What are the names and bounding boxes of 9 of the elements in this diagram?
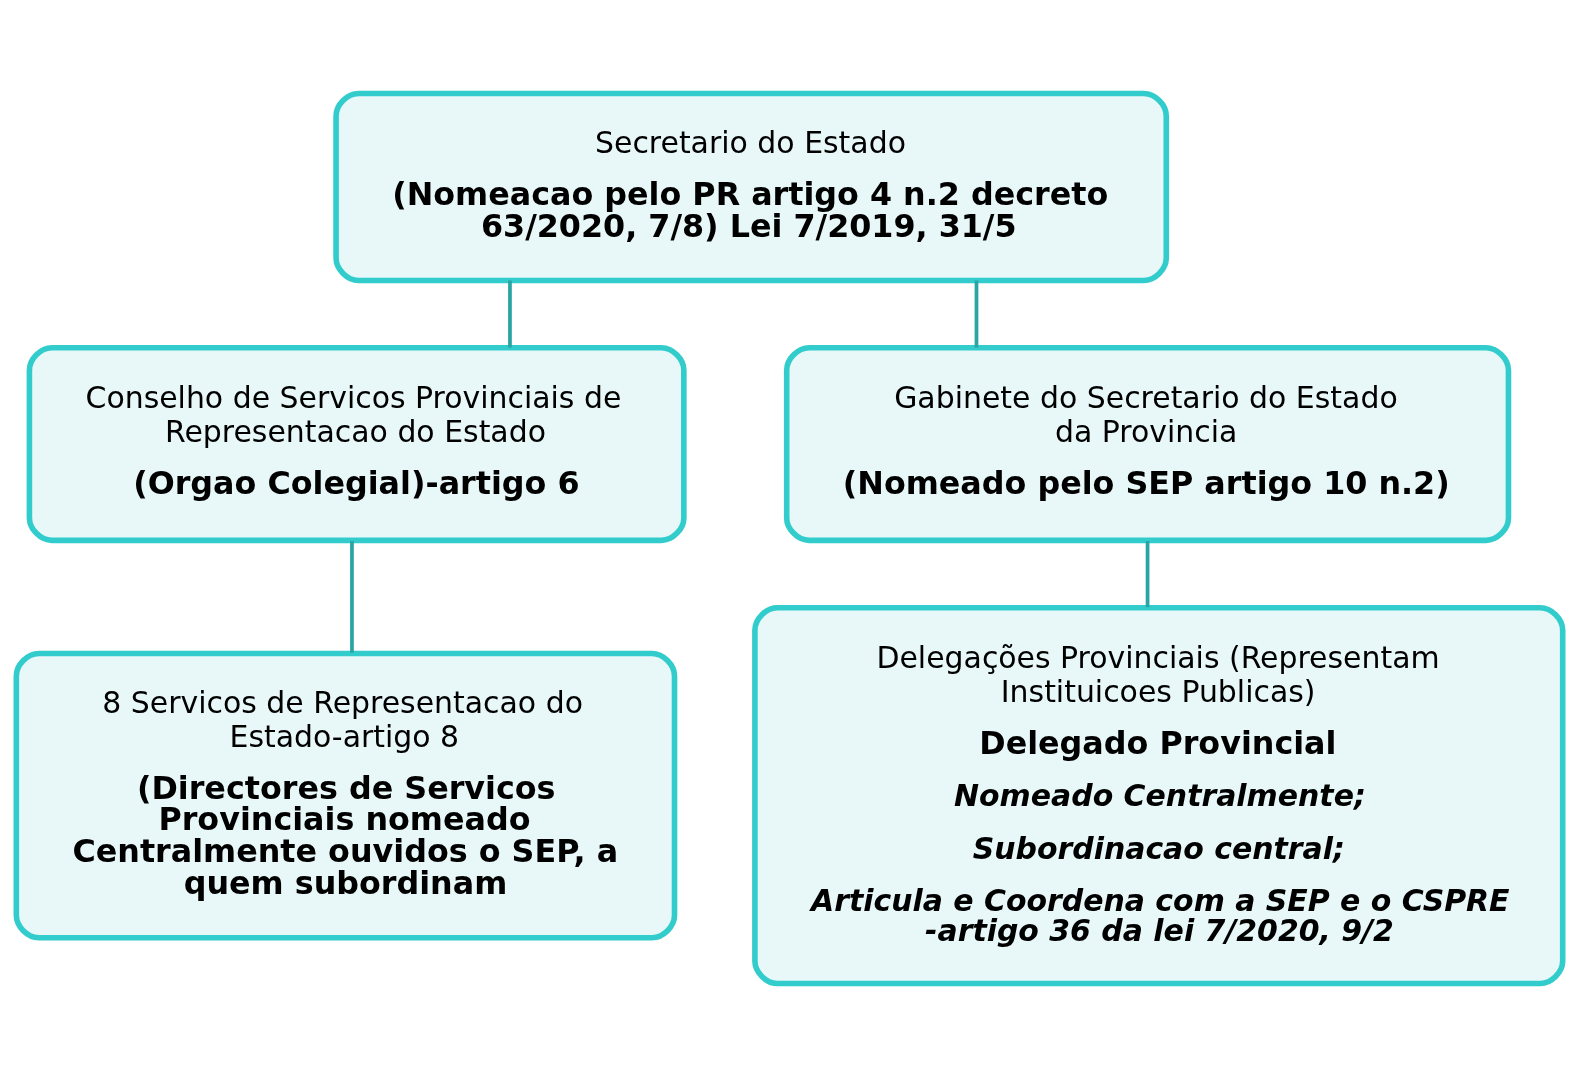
node-box: Gabinete do Secretario do Estado da Provincia (Nomeado pelo SEP artigo 10 n.2) [783, 344, 1512, 543]
connector [974, 280, 979, 348]
node-box: Conselho de Servicos Provinciais de Representacao do Estado (Orgao Colegial)-artigo 6 [26, 344, 687, 543]
connector [350, 540, 354, 653]
node-box: Delegações Provinciais (Representam Instituicoes Publicas) Delegado Provincial Nomeado Centralmente; Subordinacao central; Articula e Coordena com a SEP e o CSPRE -artigo 36 da lei 7/2020, 9/2 [752, 604, 1566, 986]
connector [1145, 540, 1150, 607]
node-box: Secretario do Estado (Nomeacao pelo PR artigo 4 n.2 decreto 63/2020, 7/8) Lei 7/2019, 31/5 [333, 90, 1170, 283]
node-box: 8 Servicos de Representacao do Estado-artigo 8 (Directores de Servicos Provinciais nomeado Centralmente ouvidos o SEP, a quem subordinam [13, 650, 678, 940]
connector [508, 280, 512, 348]
